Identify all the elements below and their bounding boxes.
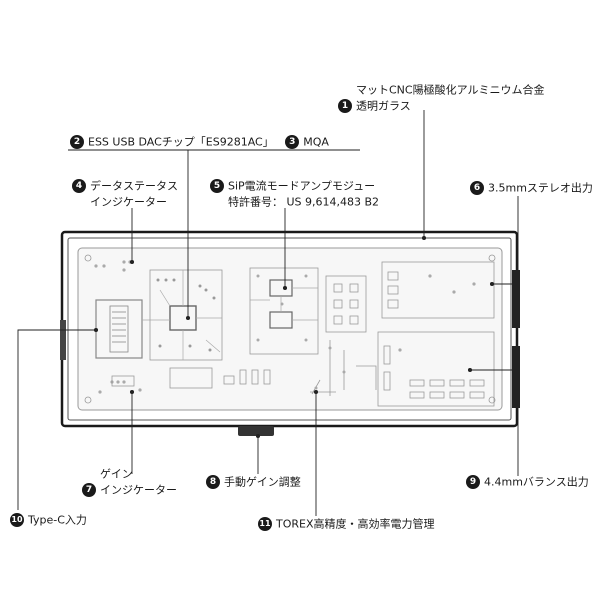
jack-35mm-area — [381, 261, 495, 319]
callout-1: マットCNC陽極酸化アルミニウム合金 1 透明ガラス — [338, 82, 544, 113]
callout-11-label: TOREX高精度・高効率電力管理 — [276, 517, 435, 531]
component-block — [169, 367, 213, 389]
callout-1-line-2: 透明ガラス — [356, 99, 411, 112]
leader-6 — [492, 196, 519, 285]
callout-9: 9 4.4mmバランス出力 — [466, 474, 589, 490]
callout-3-label: MQA — [303, 135, 329, 149]
callout-7: ゲイン 7 インジケーター — [82, 466, 177, 497]
output-jack-housing-bottom — [512, 346, 520, 408]
callout-1-number: 1 — [338, 98, 352, 113]
callout-4: 4 データステータス インジケーター — [72, 178, 178, 209]
output-jack-housing-top — [512, 270, 520, 328]
callout-7-line-1: ゲイン — [100, 467, 133, 481]
callout-3-number: 3 — [285, 135, 300, 149]
callout-8-label: 手動ゲイン調整 — [224, 475, 301, 489]
callout-6-number: 6 — [470, 181, 484, 195]
callout-8-number: 8 — [206, 475, 220, 489]
callout-4-number: 4 — [72, 179, 86, 193]
callout-5: 5 SiP電流モードアンプモジュー 特許番号： US 9,614,483 B2 — [210, 178, 379, 209]
amp-block — [325, 275, 367, 333]
callout-11: 11 TOREX高精度・高効率電力管理 — [258, 516, 435, 532]
type-c-contacts — [109, 305, 129, 353]
callout-2-label: ESS USB DACチップ「ES9281AC」 — [88, 135, 274, 149]
callout-10-label: Type-C入力 — [28, 513, 87, 527]
callout-9-label: 4.4mmバランス出力 — [484, 475, 589, 489]
callout-4-line-2: インジケーター — [90, 195, 167, 208]
callout-1-line-1: マットCNC陽極酸化アルミニウム合金 — [356, 83, 545, 97]
callout-9-number: 9 — [466, 475, 480, 489]
leader-9 — [470, 369, 519, 476]
usb-c-port-housing — [60, 320, 66, 360]
callout-6: 6 3.5mmステレオ出力 — [470, 180, 593, 196]
sip-amp-module — [249, 267, 319, 355]
callout-5-line-2: 特許番号： US 9,614,483 B2 — [228, 195, 380, 208]
leader-10 — [17, 329, 96, 510]
gain-knob — [238, 426, 274, 436]
jack-44mm-area — [377, 331, 495, 407]
callout-7-number: 7 — [82, 482, 96, 497]
callout-6-label: 3.5mmステレオ出力 — [488, 181, 593, 195]
callout-10: 10 Type-C入力 — [10, 512, 87, 528]
device-case-inner-edge — [67, 237, 512, 421]
callout-4-line-1: データステータス — [90, 179, 178, 193]
gain-indicator-pad — [111, 375, 135, 387]
callout-8: 8 手動ゲイン調整 — [206, 474, 301, 490]
callout-11-number: 11 — [258, 517, 272, 531]
pcb-board — [77, 247, 503, 411]
callout-10-number: 10 — [10, 513, 24, 527]
dac-chip-area — [149, 269, 223, 361]
callout-2-number: 2 — [70, 135, 84, 149]
callout-5-line-1: SiP電流モードアンプモジュー — [228, 179, 376, 193]
callout-5-number: 5 — [210, 179, 224, 193]
callout-7-line-2: インジケーター — [100, 483, 177, 496]
